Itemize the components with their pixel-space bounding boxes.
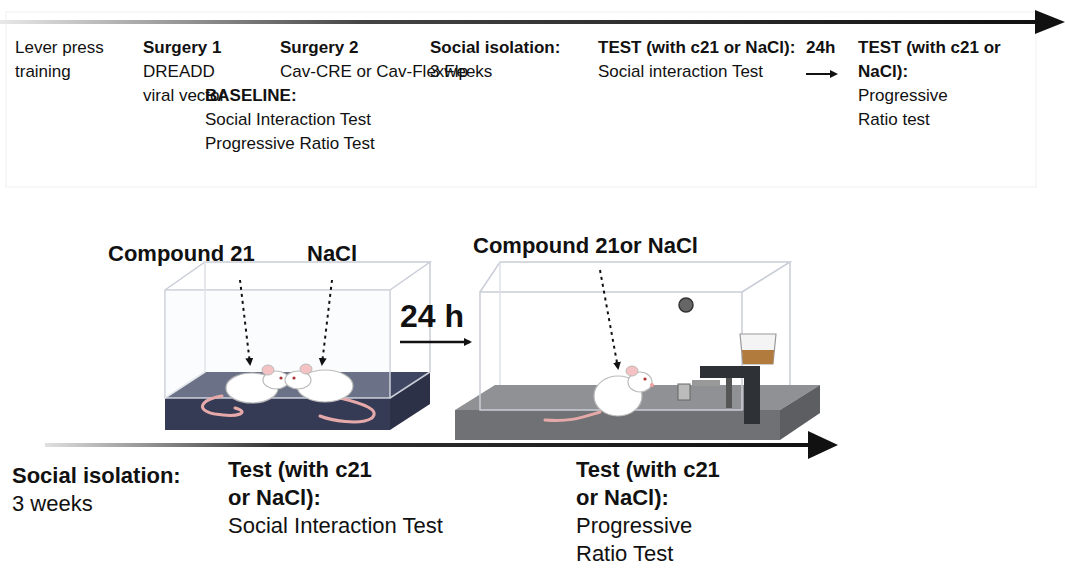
timeline-label: Compound 21or NaCl	[473, 232, 698, 260]
timeline-label: 3 weeks	[12, 490, 93, 518]
timeline-label: Social Interaction Test	[228, 512, 443, 540]
timeline-label: TEST (with c21 or NaCl):	[858, 36, 1033, 84]
timeline-label: Surgery 2	[280, 36, 358, 60]
timeline-label: NaCl	[307, 240, 357, 268]
timeline-label: Social interaction Test	[598, 60, 763, 84]
timeline-label: Progressive Ratio Test	[205, 132, 375, 156]
timeline-label: 3 weeks	[430, 60, 492, 84]
timeline-label: Social isolation:	[430, 36, 560, 60]
timeline-label: Test (with c21 or NaCl):	[228, 456, 398, 512]
timeline-label: 24h	[806, 36, 835, 60]
timeline-label: Social isolation:	[12, 462, 181, 490]
timeline-label: Surgery 1	[143, 36, 221, 60]
timeline-label: Lever press training	[15, 36, 115, 84]
timeline-label: Compound 21	[108, 240, 255, 268]
timeline-label: Test (with c21 or NaCl):	[576, 456, 746, 512]
timeline-label: Progressive Ratio test	[858, 84, 988, 132]
timeline-label: Progressive Ratio Test	[576, 512, 711, 568]
timeline-label: TEST (with c21 or NaCl):	[598, 36, 795, 60]
timeline-label: BASELINE:	[205, 84, 297, 108]
timeline-label: Social Interaction Test	[205, 108, 371, 132]
timeline-label: 24 h	[400, 298, 464, 334]
